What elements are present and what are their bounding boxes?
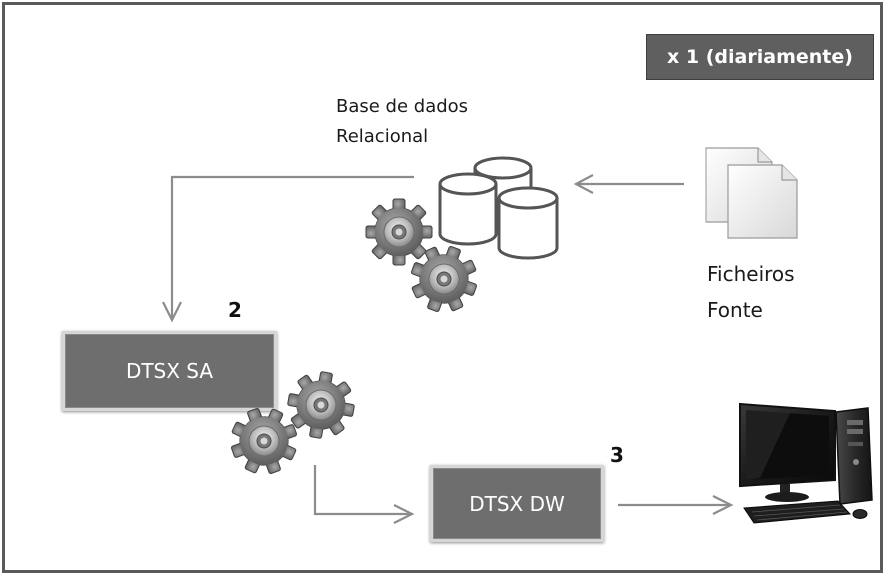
- database-label-line2: Relacional: [336, 126, 429, 147]
- source-files-label-line1: Ficheiros: [707, 262, 795, 286]
- database-label: Base de dados Relacional: [336, 92, 468, 152]
- database-icon: [438, 156, 559, 260]
- arrow-db-to-sa: [170, 175, 414, 318]
- dtsx-dw-label: DTSX DW: [469, 491, 565, 516]
- source-files-label-line2: Fonte: [707, 298, 763, 322]
- gear-icon: [219, 396, 309, 486]
- frequency-badge: x 1 (diariamente): [646, 34, 874, 80]
- dtsx-dw-box: DTSX DW: [430, 465, 604, 542]
- dtsx-sa-label: DTSX SA: [125, 359, 214, 383]
- computer-icon: [739, 402, 873, 524]
- documents-icon: [705, 147, 798, 239]
- arrow-sa-to-dw: [313, 465, 410, 516]
- step-number-3: 3: [610, 443, 624, 467]
- step-number-2: 2: [228, 298, 242, 322]
- source-files-label: Ficheiros Fonte: [707, 256, 795, 328]
- database-label-line1: Base de dados: [336, 96, 469, 117]
- flow-arrows: [162, 174, 734, 524]
- gear-icon: [365, 198, 433, 266]
- dtsx-sa-box: DTSX SA: [62, 331, 277, 411]
